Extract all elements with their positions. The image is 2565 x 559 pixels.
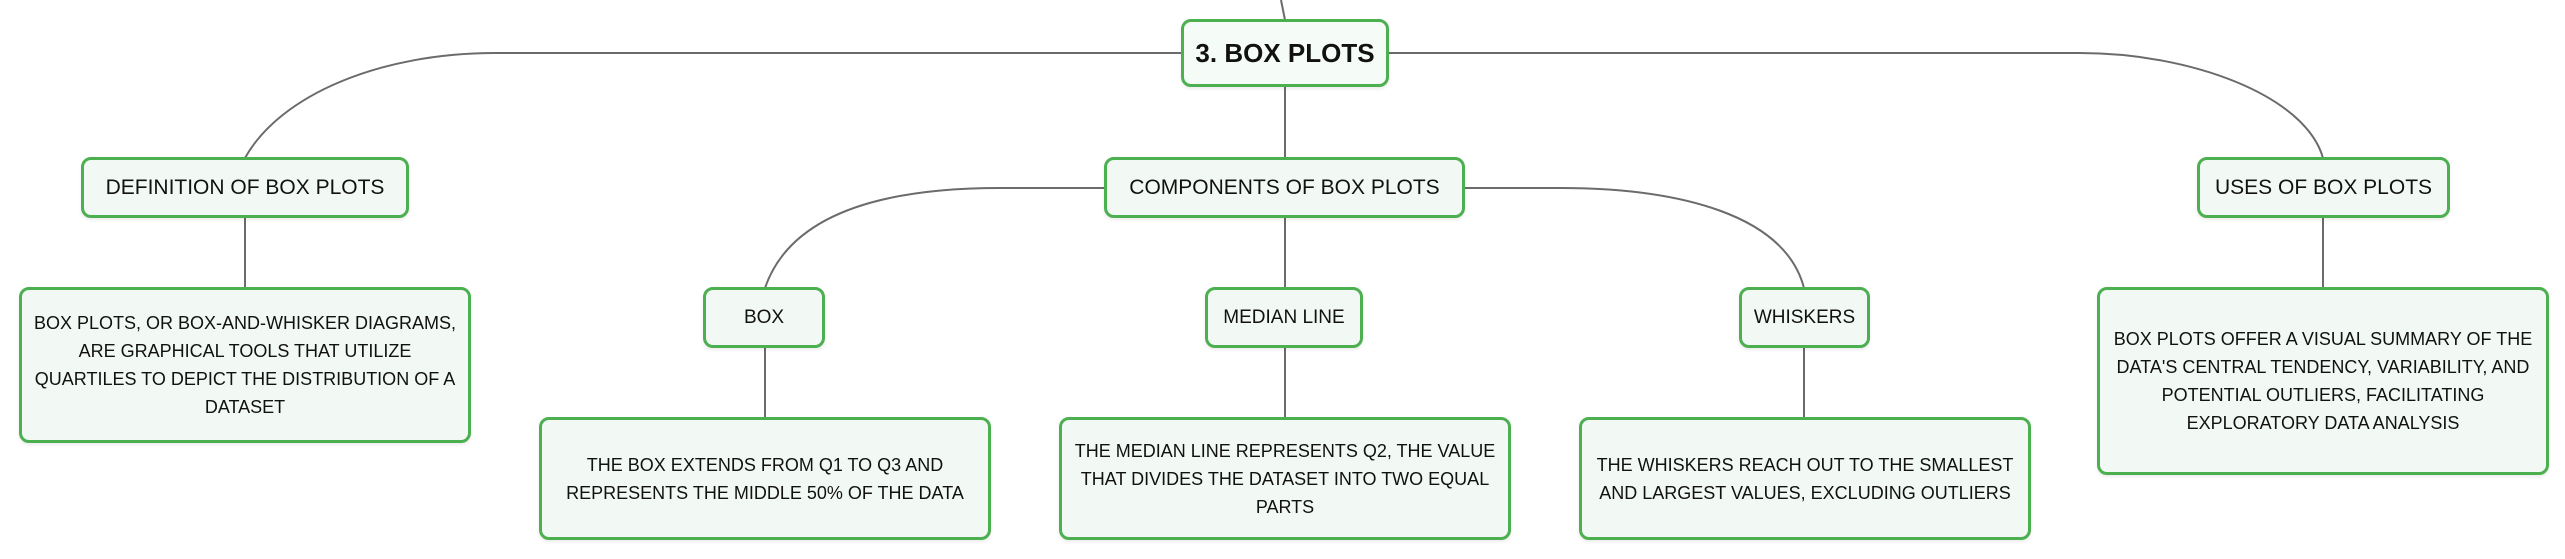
topic-definition[interactable]: DEFINITION OF BOX PLOTS [81, 157, 409, 218]
root-topic[interactable]: 3. BOX PLOTS [1181, 19, 1389, 87]
whiskers-detail[interactable]: THE WHISKERS REACH OUT TO THE SMALLEST A… [1579, 417, 2031, 540]
topic-components[interactable]: COMPONENTS OF BOX PLOTS [1104, 157, 1465, 218]
subtopic-whiskers[interactable]: WHISKERS [1739, 287, 1870, 348]
connector-components-whiskers [1465, 187, 1805, 289]
connector-parent-root [1280, 0, 1286, 21]
definition-detail[interactable]: BOX PLOTS, OR BOX-AND-WHISKER DIAGRAMS, … [19, 287, 471, 443]
median-line-detail[interactable]: THE MEDIAN LINE REPRESENTS Q2, THE VALUE… [1059, 417, 1511, 540]
box-detail[interactable]: THE BOX EXTENDS FROM Q1 TO Q3 AND REPRES… [539, 417, 991, 540]
topic-uses[interactable]: USES OF BOX PLOTS [2197, 157, 2450, 218]
uses-detail[interactable]: BOX PLOTS OFFER A VISUAL SUMMARY OF THE … [2097, 287, 2549, 475]
connector-root-definition [244, 52, 1185, 159]
connector-components-box [764, 187, 1105, 289]
connector-root-uses [1385, 52, 2324, 159]
subtopic-median-line[interactable]: MEDIAN LINE [1205, 287, 1363, 348]
subtopic-box[interactable]: BOX [703, 287, 825, 348]
